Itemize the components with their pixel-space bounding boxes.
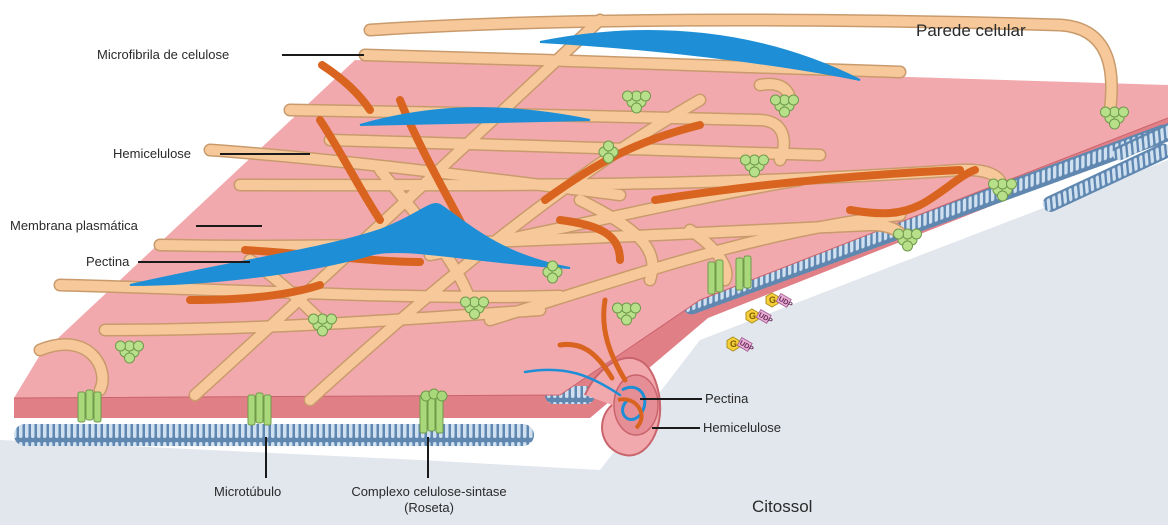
cytosol-label: Citossol: [752, 498, 812, 515]
synthase-complex-label-line2: (Roseta): [322, 501, 536, 514]
vesicle-pectin-label: Pectina: [705, 392, 748, 405]
glucose-label-1: G: [749, 311, 756, 321]
plasma-membrane-label: Membrana plasmática: [10, 219, 138, 232]
pectin-label: Pectina: [86, 255, 129, 268]
microtubule-label: Microtúbulo: [214, 485, 281, 498]
glucose-label-2: G: [769, 295, 776, 305]
cell-wall-label: Parede celular: [916, 22, 1026, 39]
hemicellulose-label: Hemicelulose: [113, 147, 191, 160]
synthase-complex-label-line1: Complexo celulose-sintase: [322, 485, 536, 498]
glucose-label-3: G: [730, 339, 737, 349]
vesicle-hemicellulose-label: Hemicelulose: [703, 421, 781, 434]
cellulose-microfibril-label: Microfibrila de celulose: [97, 48, 229, 61]
microtubule-front: [14, 424, 534, 446]
synthase-complex-label: Complexo celulose-sintase (Roseta): [322, 485, 536, 514]
